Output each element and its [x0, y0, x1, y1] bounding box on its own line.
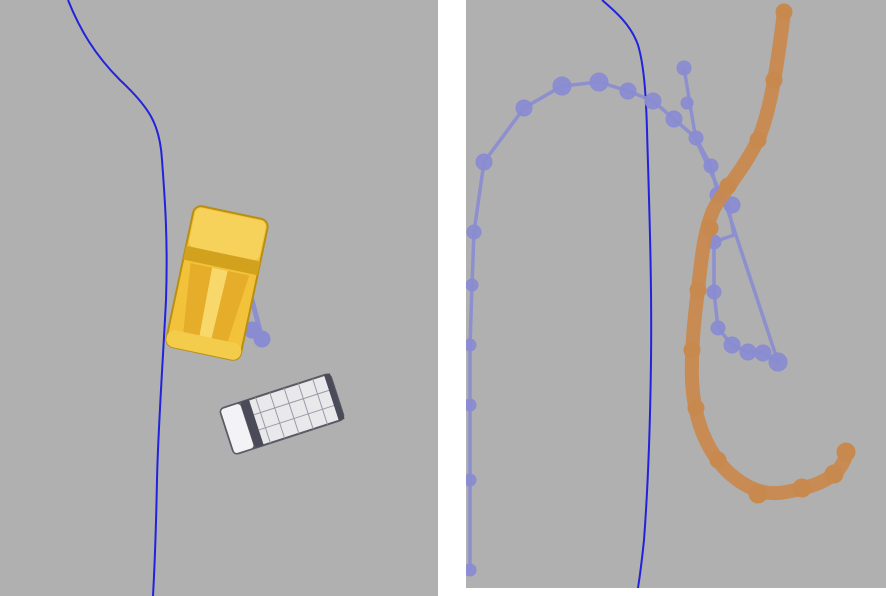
- right-view-panel: [466, 0, 886, 588]
- lane-line: [67, 0, 168, 596]
- white-van: [219, 373, 345, 455]
- left-view-panel: [0, 0, 438, 596]
- lane-line: [601, 0, 653, 588]
- yellow-truck: [165, 205, 269, 361]
- left-scene-canvas: [67, 0, 345, 596]
- orange-trajectory: [683, 3, 856, 504]
- blue-trajectory: [466, 60, 788, 577]
- right-scene-canvas: [466, 0, 856, 588]
